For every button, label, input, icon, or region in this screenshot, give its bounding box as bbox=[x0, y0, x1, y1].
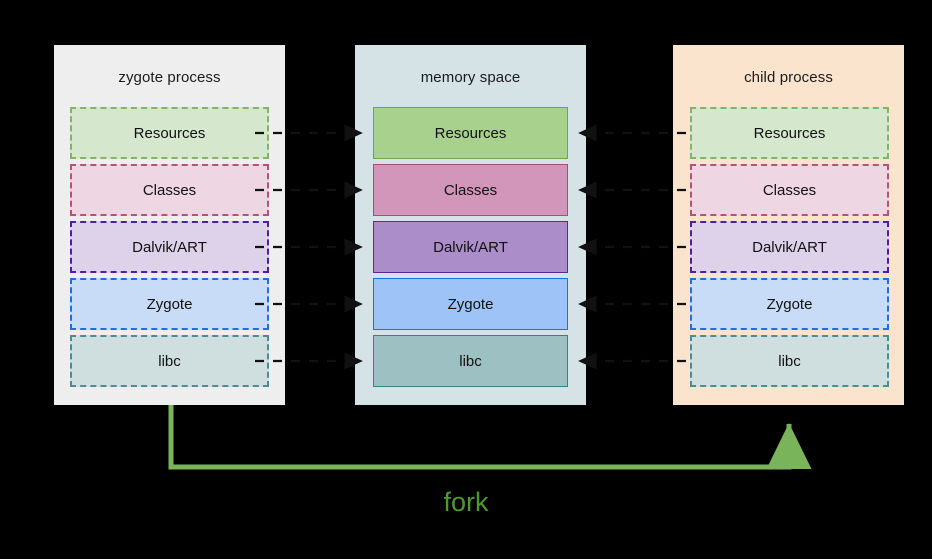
panel-title-child: child process bbox=[744, 69, 833, 86]
box-child-zygote: Zygote bbox=[690, 278, 889, 330]
fork-arrow bbox=[168, 405, 812, 470]
panel-title-zygote: zygote process bbox=[118, 69, 221, 86]
box-memory-zygote: Zygote bbox=[373, 278, 568, 330]
box-zygote-dalvik-art: Dalvik/ART bbox=[70, 221, 269, 273]
box-child-dalvik-art: Dalvik/ART bbox=[690, 221, 889, 273]
box-child-resources: Resources bbox=[690, 107, 889, 159]
box-zygote-libc: libc bbox=[70, 335, 269, 387]
box-child-libc: libc bbox=[690, 335, 889, 387]
box-memory-libc: libc bbox=[373, 335, 568, 387]
box-zygote-zygote: Zygote bbox=[70, 278, 269, 330]
fork-label: fork bbox=[443, 487, 489, 517]
panel-title-memory: memory space bbox=[420, 69, 521, 86]
box-memory-dalvik-art: Dalvik/ART bbox=[373, 221, 568, 273]
box-child-classes: Classes bbox=[690, 164, 889, 216]
box-memory-classes: Classes bbox=[373, 164, 568, 216]
box-zygote-resources: Resources bbox=[70, 107, 269, 159]
box-zygote-classes: Classes bbox=[70, 164, 269, 216]
box-memory-resources: Resources bbox=[373, 107, 568, 159]
